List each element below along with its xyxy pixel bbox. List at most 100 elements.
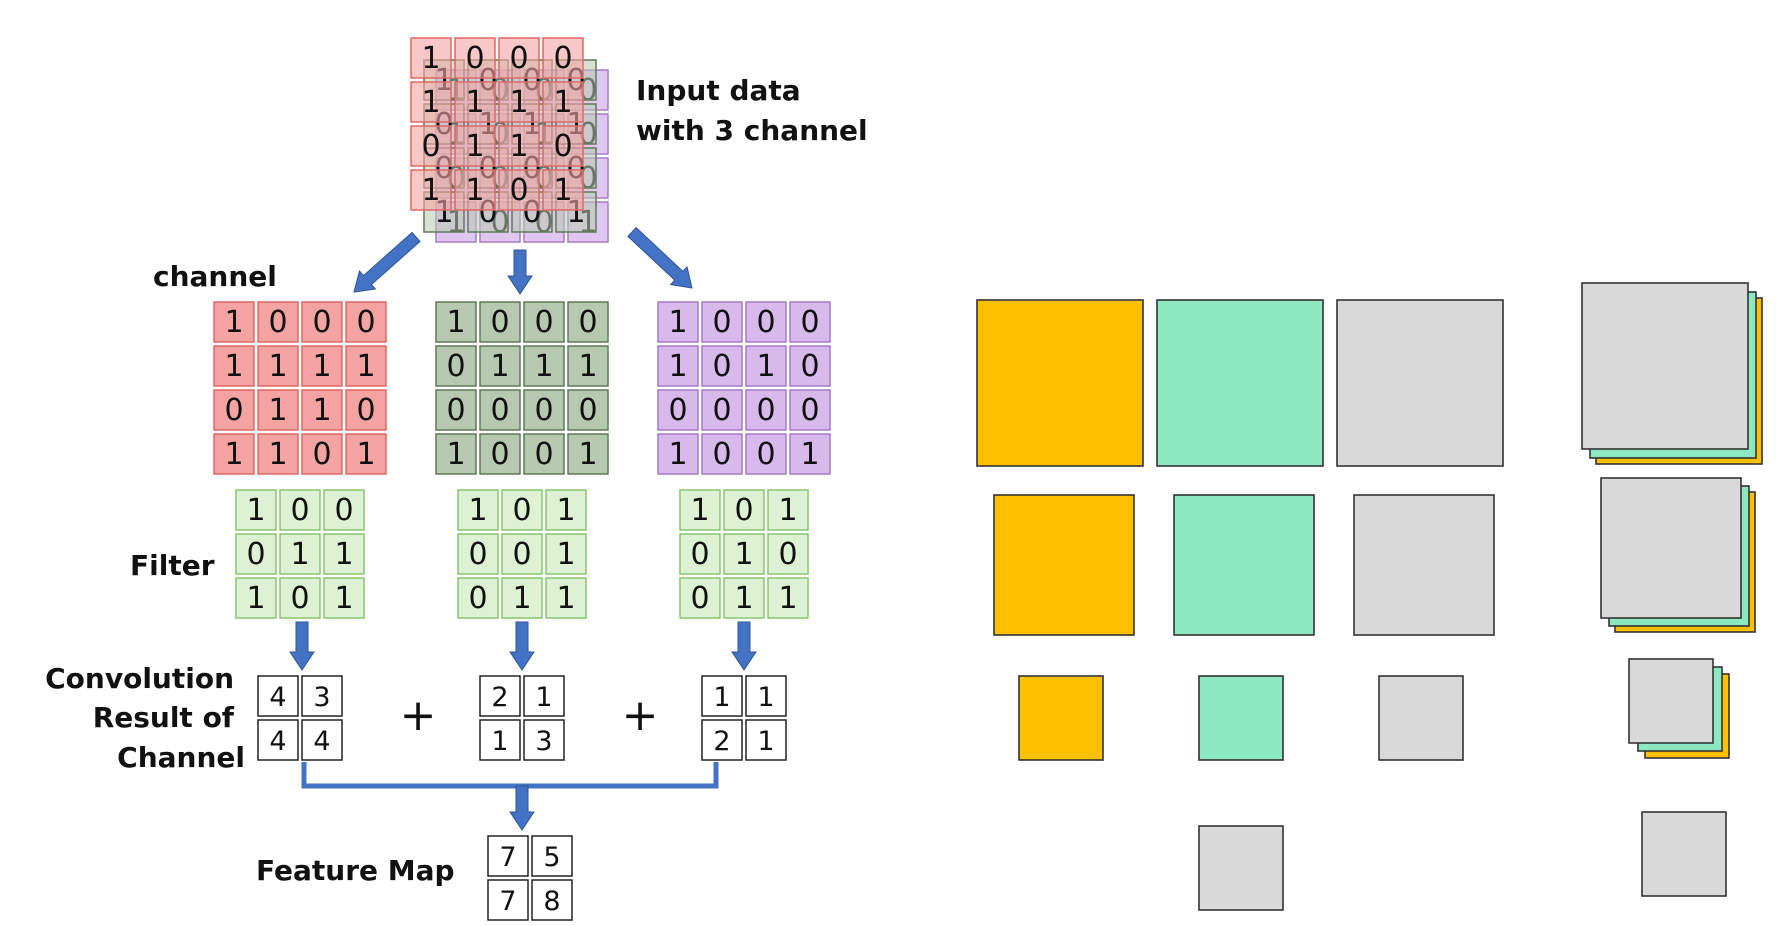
grid-cell [454, 37, 496, 79]
grid-cell-value: 0 [756, 393, 775, 428]
grid-cell [487, 835, 529, 877]
small-gray-square [1378, 675, 1464, 761]
grid-cell [457, 533, 499, 575]
grid-cell [410, 169, 452, 211]
grid-cell-value: 1 [224, 437, 243, 472]
grid-cell-value: 1 [224, 349, 243, 384]
grid-cell-value: 0 [421, 129, 440, 164]
grid-cell-value: 0 [446, 393, 465, 428]
arrow-to-result-3 [731, 621, 757, 671]
stack-2-gray-layer [1600, 477, 1742, 619]
grid-cell [345, 433, 387, 475]
grid-cell-value: 1 [713, 682, 730, 713]
grid-cell-value: 7 [499, 842, 516, 873]
grid-cell-value: 1 [556, 493, 575, 528]
grid-cell [745, 345, 787, 387]
arrow-to-channel-1 [353, 231, 421, 293]
grid-cell [723, 533, 765, 575]
grid-cell-value: 0 [509, 173, 528, 208]
grid-cell-value: 0 [512, 493, 531, 528]
grid-cell-value: 7 [499, 886, 516, 917]
medium-gray-square [1353, 494, 1495, 636]
grid-cell [323, 489, 365, 531]
conv-result-label-line1: Convolution [45, 662, 234, 695]
grid-cell-value: 3 [313, 682, 330, 713]
grid-cell-value: 1 [356, 437, 375, 472]
medium-orange-square [993, 494, 1135, 636]
grid-cell-value: 1 [312, 393, 331, 428]
grid-cell-value: 1 [268, 437, 287, 472]
grid-cell [235, 577, 277, 619]
grid-cell [701, 389, 743, 431]
grid-cell-value: 0 [490, 393, 509, 428]
grid-cell [435, 389, 477, 431]
grid-cell [410, 125, 452, 167]
grid-cell-value: 0 [756, 437, 775, 472]
grid-cell-value: 1 [800, 437, 819, 472]
grid-cell [542, 125, 584, 167]
grid-cell-value: 0 [224, 393, 243, 428]
grid-cell-value: 0 [246, 537, 265, 572]
grid-cell [767, 577, 809, 619]
grid-cell [567, 389, 609, 431]
grid-cell [301, 719, 343, 761]
feature-map-label: Feature Map [256, 854, 455, 887]
grid-cell [479, 389, 521, 431]
grid-cell-value: 1 [334, 537, 353, 572]
grid-cell-value: 1 [312, 349, 331, 384]
grid-cell-value: 0 [553, 129, 572, 164]
grid-cell [789, 301, 831, 343]
grid-cell-value: 0 [690, 581, 709, 616]
grid-cell-value: 0 [734, 493, 753, 528]
grid-cell-value: 0 [800, 305, 819, 340]
grid-cell [523, 301, 565, 343]
grid-cell [567, 433, 609, 475]
grid-cell [479, 719, 521, 761]
grid-cell [213, 433, 255, 475]
input-data-label-line2: with 3 channel [636, 114, 868, 147]
grid-cell-value: 0 [800, 349, 819, 384]
grid-cell-value: 8 [543, 886, 560, 917]
grid-cell-value: 1 [553, 85, 572, 120]
grid-cell [301, 433, 343, 475]
grid-cell-value: 0 [778, 537, 797, 572]
arrow-to-channel-3 [627, 226, 693, 289]
grid-cell-value: 0 [578, 393, 597, 428]
grid-cell-value: 2 [491, 682, 508, 713]
grid-cell [257, 345, 299, 387]
grid-cell-value: 0 [490, 437, 509, 472]
grid-cell-value: 1 [556, 581, 575, 616]
grid-cell-value: 1 [465, 173, 484, 208]
grid-cell [657, 389, 699, 431]
grid-cell [454, 125, 496, 167]
grid-cell [531, 835, 573, 877]
grid-cell [479, 301, 521, 343]
grid-cell-value: 1 [468, 493, 487, 528]
grid-cell-value: 0 [534, 437, 553, 472]
grid-cell-value: 0 [668, 393, 687, 428]
input-data-stack: 1000101000001001100001110000100110001111… [410, 37, 609, 243]
grid-cell [701, 301, 743, 343]
conv-result-label-line2: Result of [93, 701, 235, 734]
grid-cell-value: 1 [668, 305, 687, 340]
large-orange-square [976, 299, 1144, 467]
grid-cell [435, 433, 477, 475]
grid-cell [410, 37, 452, 79]
grid-cell [657, 345, 699, 387]
grid-cell-value: 1 [778, 493, 797, 528]
stack-3-gray-layer [1628, 658, 1714, 744]
grid-cell-value: 1 [224, 305, 243, 340]
grid-cell-value: 1 [534, 349, 553, 384]
grid-cell [213, 301, 255, 343]
grid-cell [723, 577, 765, 619]
grid-cell [679, 533, 721, 575]
grid-cell [745, 389, 787, 431]
grid-cell [723, 489, 765, 531]
grid-cell [701, 345, 743, 387]
